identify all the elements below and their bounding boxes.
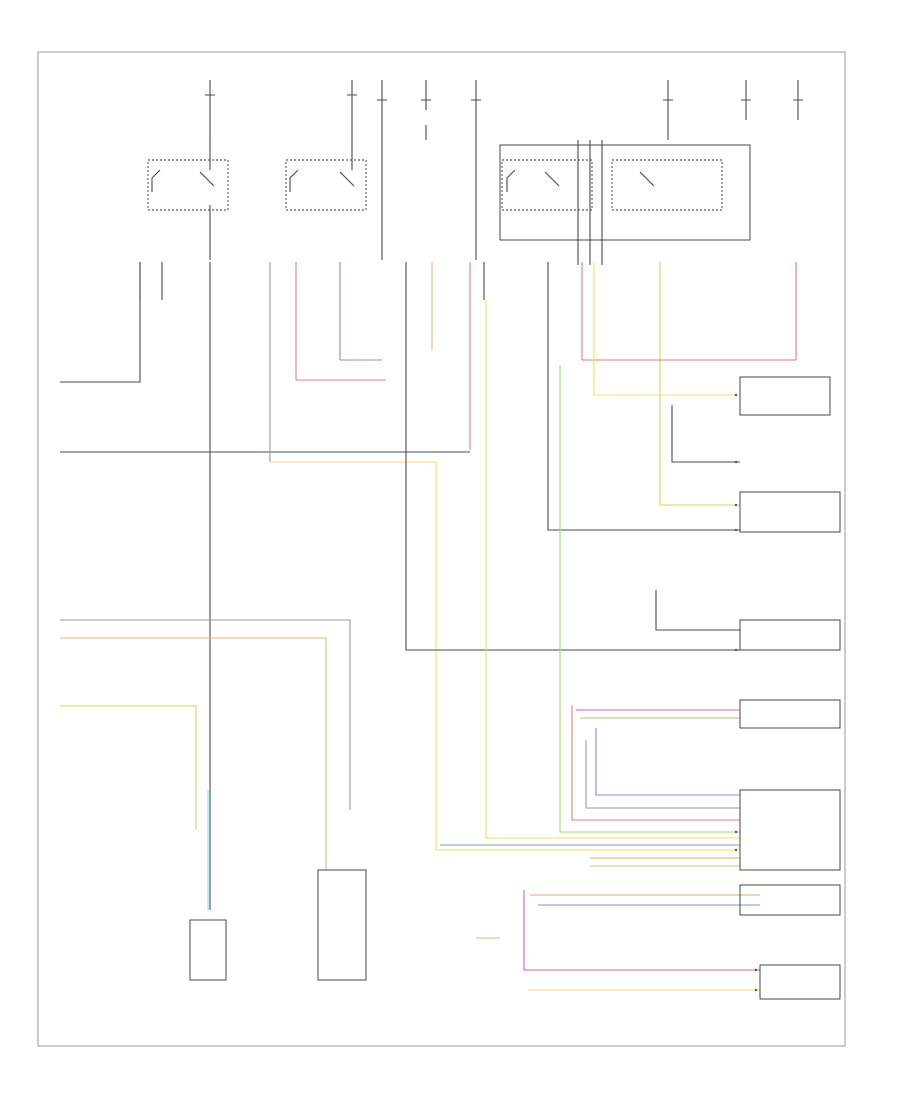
components bbox=[739, 376, 841, 1000]
relay-1 bbox=[147, 140, 229, 260]
connector-stubs bbox=[139, 262, 797, 505]
relay-2 bbox=[285, 140, 367, 211]
component-box-a bbox=[739, 376, 831, 416]
component-box-f bbox=[739, 884, 841, 916]
component-box-d bbox=[739, 699, 841, 729]
component-box-b bbox=[739, 491, 841, 533]
diagram-frame bbox=[37, 51, 846, 1047]
wiring-harness bbox=[60, 262, 796, 991]
sensors bbox=[189, 869, 367, 981]
component-box-c bbox=[739, 619, 841, 651]
connector-pins bbox=[734, 393, 758, 992]
relay-3 bbox=[499, 140, 751, 265]
power-feeds bbox=[205, 80, 803, 260]
component-box-g bbox=[759, 964, 841, 1000]
sensor-box-2 bbox=[317, 869, 367, 981]
sensor-box-1 bbox=[189, 919, 227, 981]
component-box-e bbox=[739, 789, 841, 871]
